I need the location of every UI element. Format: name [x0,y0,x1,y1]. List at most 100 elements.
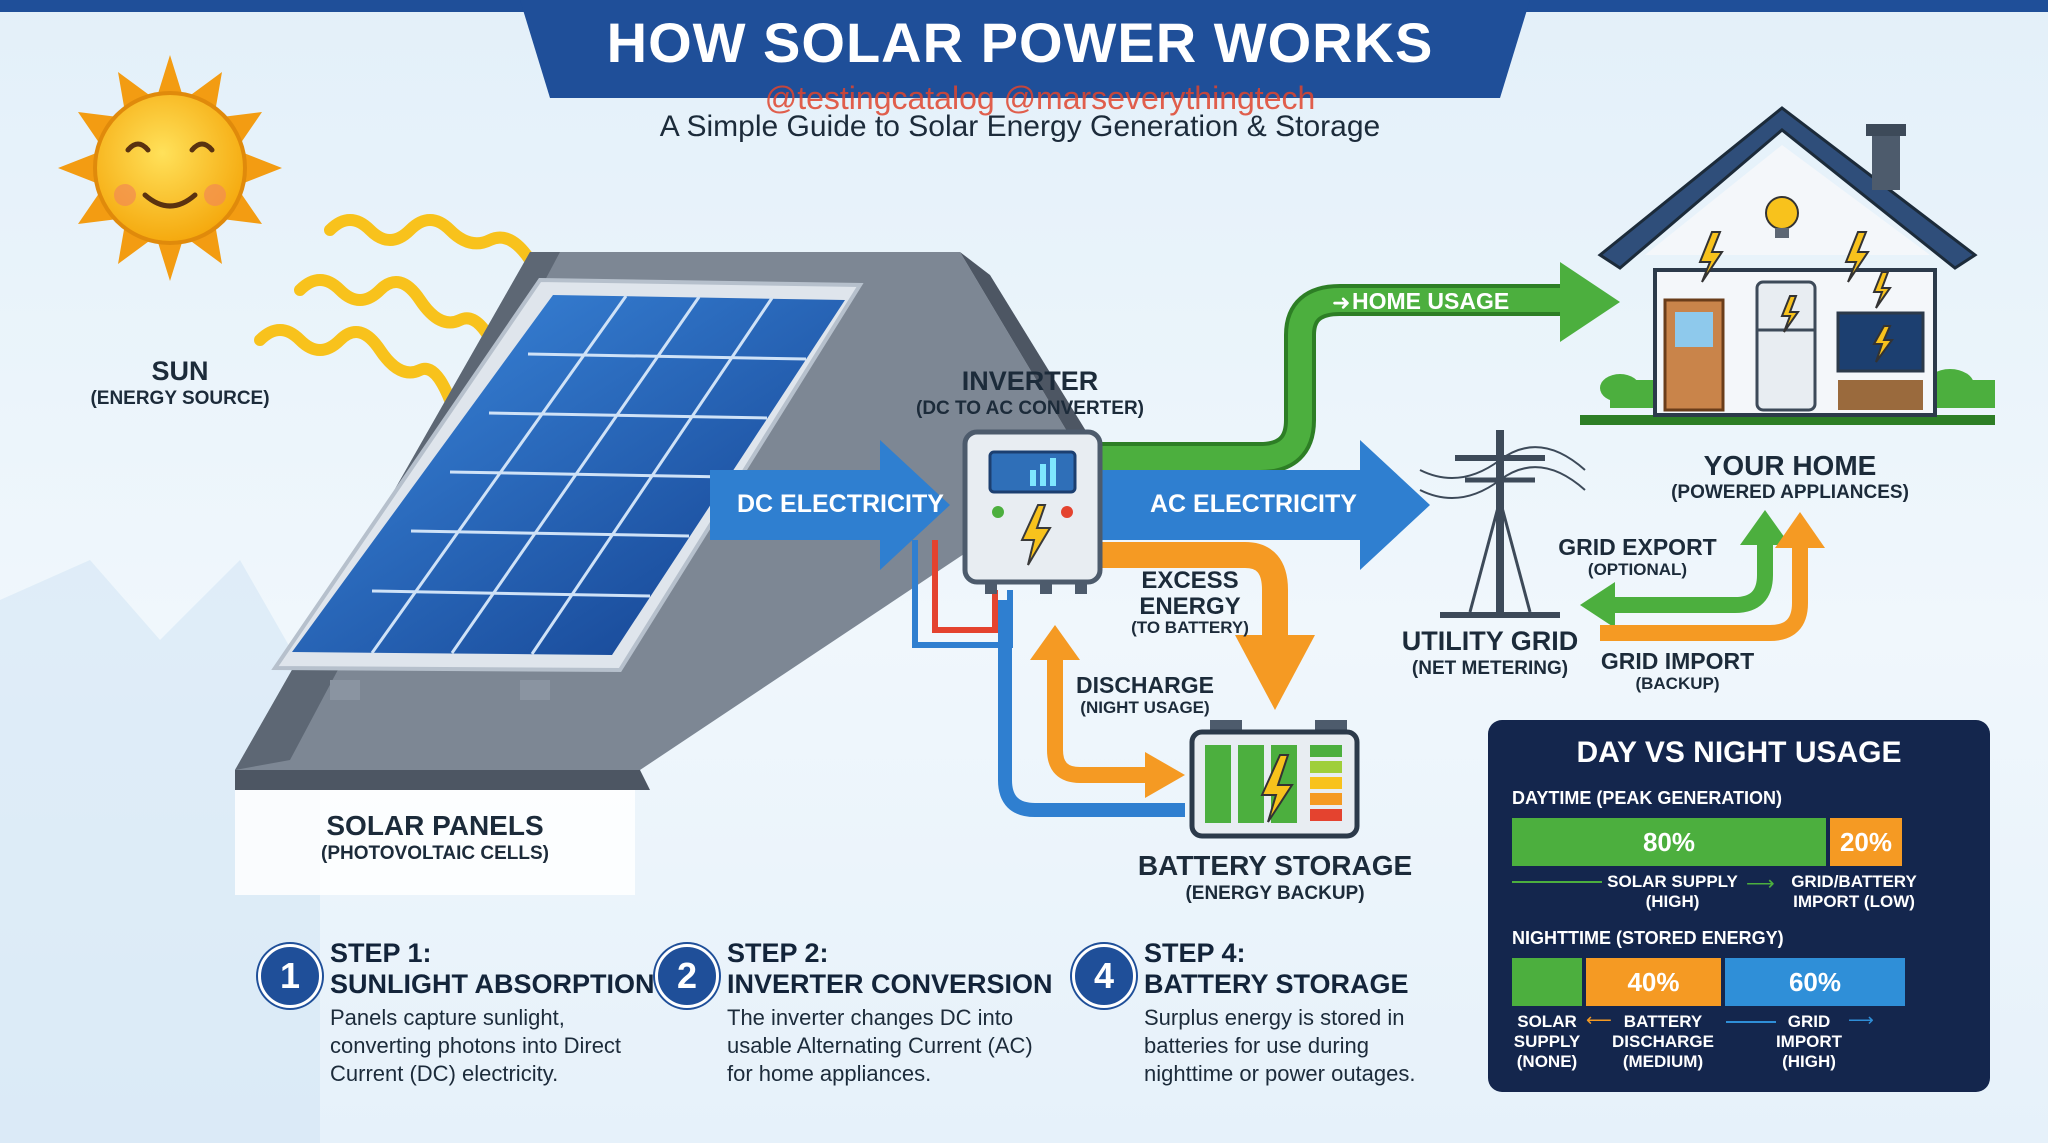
nighttime-battery-arrow-icon: ⟵ [1586,1010,1612,1030]
discharge-arrow [1047,660,1150,783]
daytime-solar-bar: 80% [1512,818,1826,866]
discharge-arrowhead-up [1030,625,1080,660]
step-1-title: STEP 1: SUNLIGHT ABSORPTION [330,938,655,1000]
daytime-grid-bar: 20% [1830,818,1902,866]
sun-icon [58,55,282,281]
step-4-description: Surplus energy is stored in batteries fo… [1144,1004,1416,1088]
your-home-sublabel: (POWERED APPLIANCES) [1671,482,1909,503]
utility-grid-label: UTILITY GRID [1401,626,1579,656]
grid-export-sublabel: (OPTIONAL) [1587,560,1688,579]
watermark: @testingcatalog @marseverythingtech [764,80,1316,116]
inverter-icon [962,429,1103,594]
daytime-solar-caption: SOLAR SUPPLY (HIGH) [1600,872,1745,912]
usage-panel-title: DAY VS NIGHT USAGE [1576,736,1902,769]
page-subtitle: A Simple Guide to Solar Energy Generatio… [659,110,1381,143]
solar-panels-sublabel: (PHOTOVOLTAIC CELLS) [321,843,549,864]
house-icon [1580,106,1995,425]
dc-electricity-arrow [710,440,950,570]
nighttime-solar-bar [1512,958,1582,1006]
nighttime-battery-caption-1: BATTERY [1623,1012,1703,1031]
ac-electricity-label: AC ELECTRICITY [1150,490,1357,518]
nighttime-grid-bar: 60% [1725,958,1905,1006]
daytime-solar-caption-1: SOLAR SUPPLY [1607,872,1738,891]
discharge-arrowhead-right [1145,752,1185,798]
step-2-number: 2 [655,944,719,1008]
battery-storage-label: BATTERY STORAGE [1137,850,1413,881]
solar-panel-icon [271,277,864,700]
daytime-label: DAYTIME (PEAK GENERATION) [1512,788,1783,808]
step-4-desc-line1: Surplus energy is stored in [1144,1005,1405,1030]
nighttime-label: NIGHTTIME (STORED ENERGY) [1512,928,1784,948]
grid-export-label: GRID EXPORT [1558,534,1717,560]
step-2-title-line2: INVERTER CONVERSION [727,969,1053,999]
sun-label: SUN [151,356,209,386]
step-2-title: STEP 2: INVERTER CONVERSION [727,938,1053,1000]
daytime-grid-caption-2: IMPORT (LOW) [1793,892,1915,911]
nighttime-battery-caption-3: (MEDIUM) [1622,1052,1704,1071]
step-2-description: The inverter changes DC into usable Alte… [727,1004,1033,1088]
step-2-desc-line1: The inverter changes DC into [727,1005,1014,1030]
sun-sublabel: (ENERGY SOURCE) [90,388,270,409]
step-4-title: STEP 4: BATTERY STORAGE [1144,938,1409,1000]
home-usage-arrow-glyph: ➜ [1332,290,1351,315]
home-usage-arrow [1095,288,1570,470]
step-2-desc-line3: for home appliances. [727,1061,932,1086]
grid-import-arrow [1600,545,1808,641]
battery-icon [1189,720,1360,839]
utility-grid-sublabel: (NET METERING) [1411,658,1569,679]
home-usage-arrowhead [1560,262,1620,342]
grid-export-arrowhead [1740,510,1790,545]
battery-storage-sublabel: (ENERGY BACKUP) [1185,883,1365,904]
usage-panel: DAY VS NIGHT USAGE DAYTIME (PEAK GENERAT… [1488,720,1990,1092]
daytime-grid-caption: GRID/BATTERY IMPORT (LOW) [1784,872,1924,912]
daytime-solar-caption-2: (HIGH) [1645,892,1700,911]
nighttime-solar-caption: SOLAR SUPPLY (NONE) [1502,1012,1592,1072]
solar-panels-label: SOLAR PANELS [326,810,544,841]
excess-energy-label-line1: EXCESS [1141,567,1239,594]
ac-electricity-arrow [1100,440,1430,570]
daytime-solar-line [1512,881,1602,883]
step-1-desc-line3: Current (DC) electricity. [330,1061,559,1086]
excess-energy-label-line2: ENERGY [1139,593,1241,620]
step-1-title-line2: SUNLIGHT ABSORPTION [330,969,655,999]
grid-import-sublabel: (BACKUP) [1635,674,1720,693]
step-1-desc-line2: converting photons into Direct [330,1033,622,1058]
nighttime-battery-caption-2: DISCHARGE [1611,1032,1714,1051]
inverter-sublabel: (DC TO AC CONVERTER) [916,398,1144,419]
grid-import-label: GRID IMPORT [1600,648,1755,674]
discharge-label: DISCHARGE [1075,672,1214,698]
grid-export-arrow [1600,540,1773,613]
page-title: HOW SOLAR POWER WORKS [606,11,1434,74]
background-mountain [0,560,320,1143]
home-usage-label: HOME USAGE [1352,288,1510,314]
nighttime-grid-line [1726,1021,1776,1023]
daytime-arrow-icon: ⟶ [1746,873,1775,895]
dc-electricity-label: DC ELECTRICITY [737,490,944,518]
step-1-desc-line1: Panels capture sunlight, [330,1005,565,1030]
excess-energy-arrowhead [1235,635,1315,710]
inverter-label: INVERTER [961,366,1099,396]
your-home-label: YOUR HOME [1703,450,1877,481]
nighttime-battery-caption: BATTERY DISCHARGE (MEDIUM) [1598,1012,1728,1072]
step-4-title-line1: STEP 4: [1144,938,1246,968]
nighttime-solar-caption-2: SUPPLY [1513,1032,1581,1051]
step-1-title-line1: STEP 1: [330,938,432,968]
nighttime-solar-caption-1: SOLAR [1517,1012,1577,1031]
step-4-number: 4 [1072,944,1136,1008]
nighttime-grid-caption-2: IMPORT [1775,1032,1843,1051]
battery-loop-wire [998,600,1185,817]
nighttime-grid-caption-3: (HIGH) [1782,1052,1836,1071]
step-1-number: 1 [258,944,322,1008]
excess-energy-label: EXCESS ENERGY [1125,568,1255,620]
step-2-desc-line2: usable Alternating Current (AC) [727,1033,1033,1058]
nighttime-solar-caption-3: (NONE) [1516,1052,1578,1071]
excess-energy-arrow [1100,542,1288,640]
step-4-title-line2: BATTERY STORAGE [1144,969,1409,999]
step-2-title-line1: STEP 2: [727,938,829,968]
nighttime-battery-bar: 40% [1586,958,1721,1006]
nighttime-grid-caption: GRID IMPORT (HIGH) [1764,1012,1854,1072]
grid-export-arrowhead-left [1580,582,1615,628]
daytime-grid-caption-1: GRID/BATTERY [1791,872,1917,891]
